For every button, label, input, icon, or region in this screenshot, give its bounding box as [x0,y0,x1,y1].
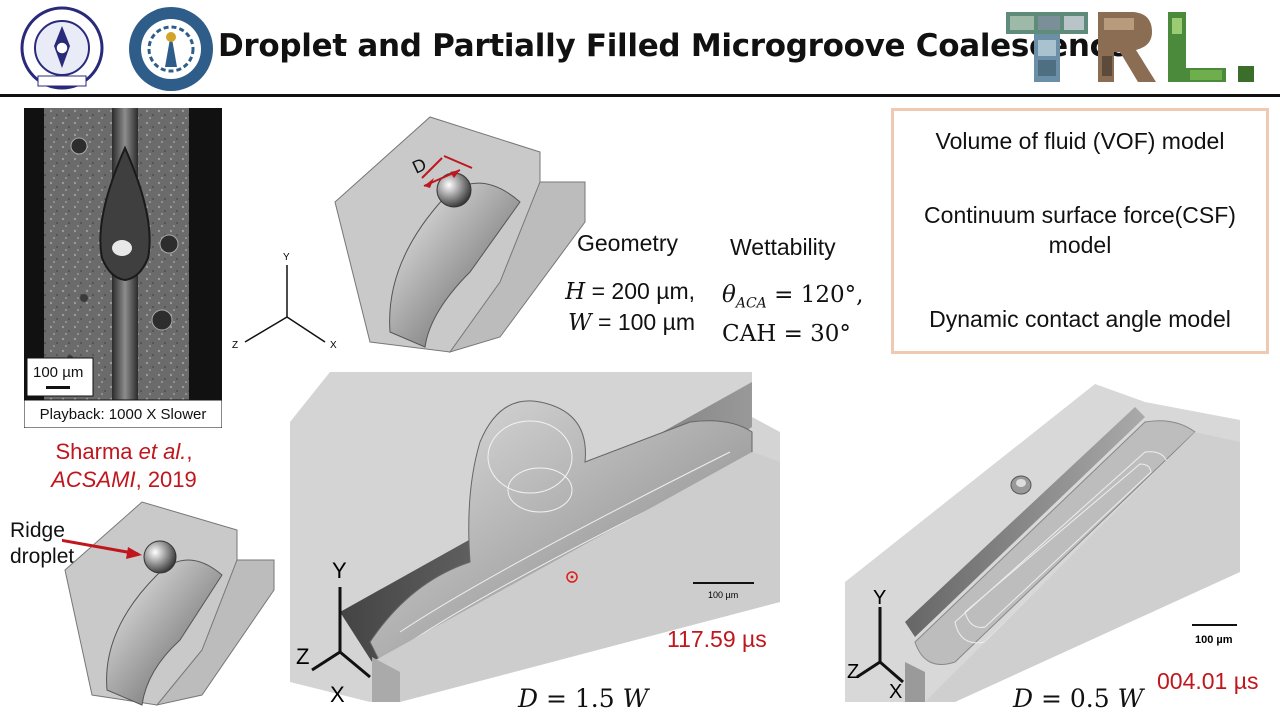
playback-label: Playback: 1000 X Slower [39,406,207,423]
citation-journal: ACSAMI [51,467,136,492]
w-symbol: W [567,310,592,336]
sim-right-d: D [1013,684,1034,713]
theta-value: = 120°, [766,282,864,308]
citation-author: Sharma [55,439,139,464]
citation: Sharma et al., ACSAMI, 2019 [24,438,224,494]
sim-right-timer: 004.01 µs [1157,668,1259,694]
ridge-label-line2: droplet [10,545,75,568]
simulation-right-panel: Y Z X 100 µm [845,372,1275,703]
sim-left-d: D [518,684,539,713]
sim-left-axis-x: X [330,682,345,702]
sim-right-axis-z: Z [847,661,859,683]
h-symbol: H [565,279,586,305]
model-csf-cont: model [1048,232,1112,258]
geometry-values: H = 200 µm, W = 100 µm [550,276,695,338]
mechanical-engineering-logo [127,5,215,93]
model-csf: Continuum surface force(CSF) [924,202,1236,228]
sim-left-d-value: = 1.5 [538,684,623,713]
sim-left-scale-label: 100 µm [708,590,738,600]
cah-value: CAH = 30° [722,320,851,347]
iit-ropar-logo [14,6,110,90]
numerical-models-box: Volume of fluid (VOF) model Continuum su… [891,108,1269,354]
sim-right-d-label: D = 0.5 W [1013,684,1143,713]
theta-subscript: ACA [735,295,767,312]
axis-z-label: Z [232,340,238,350]
geometry-heading: Geometry [577,230,678,256]
sim-right-scale-label: 100 µm [1195,634,1233,646]
sim-right-d-value: = 0.5 [1033,684,1118,713]
sim-right-axis-y: Y [873,587,886,609]
theta-symbol: θ [722,282,736,308]
ridge-droplet-label: Ridge droplet [10,518,74,570]
trl-logo [1006,6,1274,86]
header-rule [0,94,1280,97]
wettability-heading: Wettability [730,234,836,260]
citation-year: , 2019 [135,467,197,492]
experiment-video-frame: 100 µm Playback: 1000 X Slower [24,108,222,428]
model-vof: Volume of fluid (VOF) model [935,128,1225,154]
axis-x-label: X [330,340,337,350]
axis-triad-top: Y Z X [230,250,340,351]
sim-right-w: W [1117,684,1144,713]
citation-comma: , [186,439,193,464]
simulation-left-panel: Y Z X 100 µm [290,372,790,707]
w-value: = 100 µm [591,309,695,335]
model-dynamic-contact-angle: Dynamic contact angle model [929,306,1231,332]
slide-title: Droplet and Partially Filled Microgroove… [218,28,1129,64]
axis-y-label: Y [283,252,290,263]
sim-left-axis-y: Y [332,558,347,583]
ridge-label-line1: Ridge [10,519,65,542]
groove-schematic: D [330,112,590,357]
citation-etal: et al. [138,439,187,464]
ridge-droplet-schematic [59,500,282,710]
sim-left-d-label: D = 1.5 W [518,684,648,713]
sim-left-timer: 117.59 µs [667,626,767,652]
sim-right-axis-x: X [889,681,902,702]
experiment-scale-label: 100 µm [33,364,84,381]
h-value: = 200 µm, [585,278,695,304]
sim-left-w: W [622,684,649,713]
sim-left-axis-z: Z [296,644,309,669]
wettability-values: θACA = 120°, CAH = 30° [722,280,863,349]
